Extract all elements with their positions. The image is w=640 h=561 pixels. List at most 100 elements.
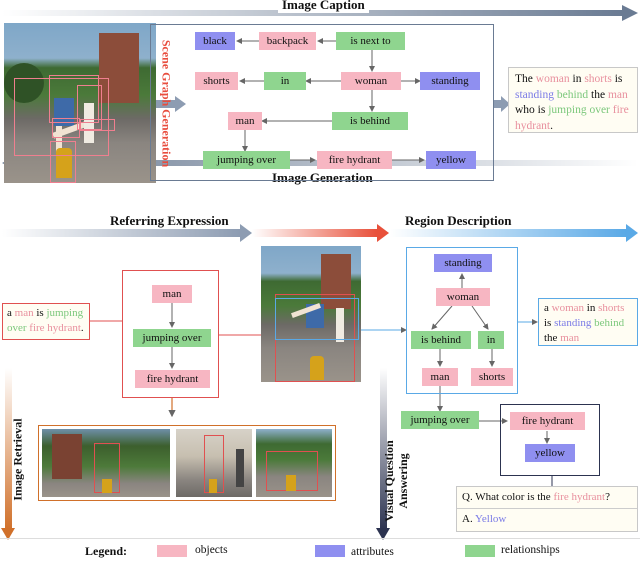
legend-title: Legend: [85, 544, 127, 558]
word: man [607, 88, 628, 101]
word: woman [551, 302, 585, 314]
image-caption-arrow [2, 10, 622, 16]
word: is [33, 307, 47, 319]
image-retrieval-label: Image Retrieval [10, 418, 25, 501]
word: The [515, 73, 536, 85]
referring-arrowhead-1 [240, 224, 252, 242]
sg-node-jumping-over: jumping over [203, 151, 290, 169]
caption-box: The woman in shorts is standing behind t… [508, 67, 638, 133]
vqa-label: Visual Question Answering [382, 440, 410, 522]
retrieval-photo-1 [42, 429, 170, 497]
word: woman [535, 73, 570, 85]
scene-graph-edges [236, 38, 425, 163]
photo-to-graph-arrow [155, 100, 175, 108]
referring-graph-frame [122, 270, 219, 398]
vqa-answer: A. Yellow [462, 512, 638, 527]
sg-node-is-next-to: is next to [336, 32, 405, 50]
region-arrowhead [626, 224, 638, 242]
vqa-node-yellow: yellow [525, 444, 575, 462]
sg-node-yellow: yellow [426, 151, 476, 169]
vqa-node-jumping-over: jumping over [401, 411, 479, 429]
referring-expression-label: Referring Expression [110, 213, 229, 228]
legend-objects-swatch [157, 545, 187, 557]
word: . [80, 322, 84, 334]
image-retrieval-arrow [5, 368, 12, 530]
sg-node-fire-hydrant: fire hydrant [317, 151, 392, 169]
vqa-graph-frame [500, 404, 600, 476]
vqa-divider [457, 508, 637, 509]
scene-photo-top [4, 23, 156, 183]
word: man [14, 307, 34, 319]
image-retrieval-arrowhead [1, 528, 15, 540]
sg-node-is-behind: is behind [332, 112, 408, 130]
region-node-standing: standing [434, 254, 492, 272]
legend-relationships-swatch [465, 545, 495, 557]
ref-node-jumping-over: jumping over [133, 329, 211, 347]
vqa-graph-edges [437, 386, 553, 486]
sg-node-black: black [195, 32, 235, 50]
image-caption-arrowhead [622, 5, 638, 21]
word: A. [462, 513, 476, 525]
legend-attributes-label: attributes [351, 546, 394, 558]
region-node-is-behind: is behind [411, 331, 471, 349]
sg-node-woman: woman [341, 72, 401, 90]
region-description-label: Region Description [405, 213, 512, 228]
word: a [7, 307, 15, 319]
sg-node-shorts: shorts [195, 72, 238, 90]
scene-graph-generation-label: Scene Graph Generation [159, 39, 174, 168]
word: who is [515, 104, 549, 116]
word: ? [605, 491, 610, 503]
sg-node-in: in [264, 72, 306, 90]
legend-objects-label: objects [195, 544, 228, 556]
word: Yellow [475, 513, 507, 525]
word: shorts [598, 302, 625, 314]
referring-arrow-1 [2, 229, 240, 237]
word: standing [554, 317, 592, 329]
graph-to-caption-arrowhead [501, 96, 510, 112]
vqa-arrowhead [376, 528, 390, 540]
word: is [544, 317, 555, 329]
vqa-question: Q. What color is the fire hydrant? [462, 490, 638, 505]
word: standing [515, 88, 554, 101]
word: man [560, 332, 580, 344]
sg-node-standing: standing [420, 72, 480, 90]
retrieval-photo-2 [176, 429, 252, 497]
word: the [588, 88, 608, 101]
word: Q. What color is the [462, 491, 554, 503]
image-retrieval-frame [38, 425, 336, 501]
word: shorts [584, 73, 612, 85]
word: fire hydrant [29, 322, 81, 334]
word: in [569, 73, 585, 85]
image-generation-label: Image Generation [272, 170, 373, 185]
referring-arrow-2 [252, 229, 377, 237]
legend-relationships-label: relationships [501, 544, 560, 556]
referring-sentence-box: a man is jumping over fire hydrant. [2, 303, 90, 340]
word: the [544, 332, 561, 344]
region-graph-edges [431, 273, 495, 367]
word: . [550, 119, 554, 132]
region-node-shorts: shorts [471, 368, 513, 386]
word: jumping over [7, 307, 84, 334]
word: jumping over [548, 104, 610, 116]
ref-node-man: man [152, 285, 192, 303]
word: fire hydrant [515, 104, 629, 132]
region-arrow [390, 229, 626, 237]
word: in [584, 302, 599, 314]
vqa-arrow [380, 368, 387, 530]
vqa-node-fire-hydrant: fire hydrant [510, 412, 585, 430]
legend-separator [0, 538, 640, 539]
image-caption-label: Image Caption [278, 0, 369, 13]
word: a [544, 302, 552, 314]
scene-photo-middle [261, 246, 361, 382]
retrieval-photo-3 [256, 429, 332, 497]
sg-node-backpack: backpack [259, 32, 316, 50]
word: behind [556, 88, 589, 101]
word: is [611, 73, 623, 85]
region-node-man: man [422, 368, 458, 386]
region-node-woman: woman [436, 288, 490, 306]
vqa-qa-box [456, 486, 638, 532]
legend-attributes-swatch [315, 545, 345, 557]
word: behind [594, 317, 625, 329]
region-node-in: in [478, 331, 504, 349]
region-graph-frame [406, 247, 518, 394]
